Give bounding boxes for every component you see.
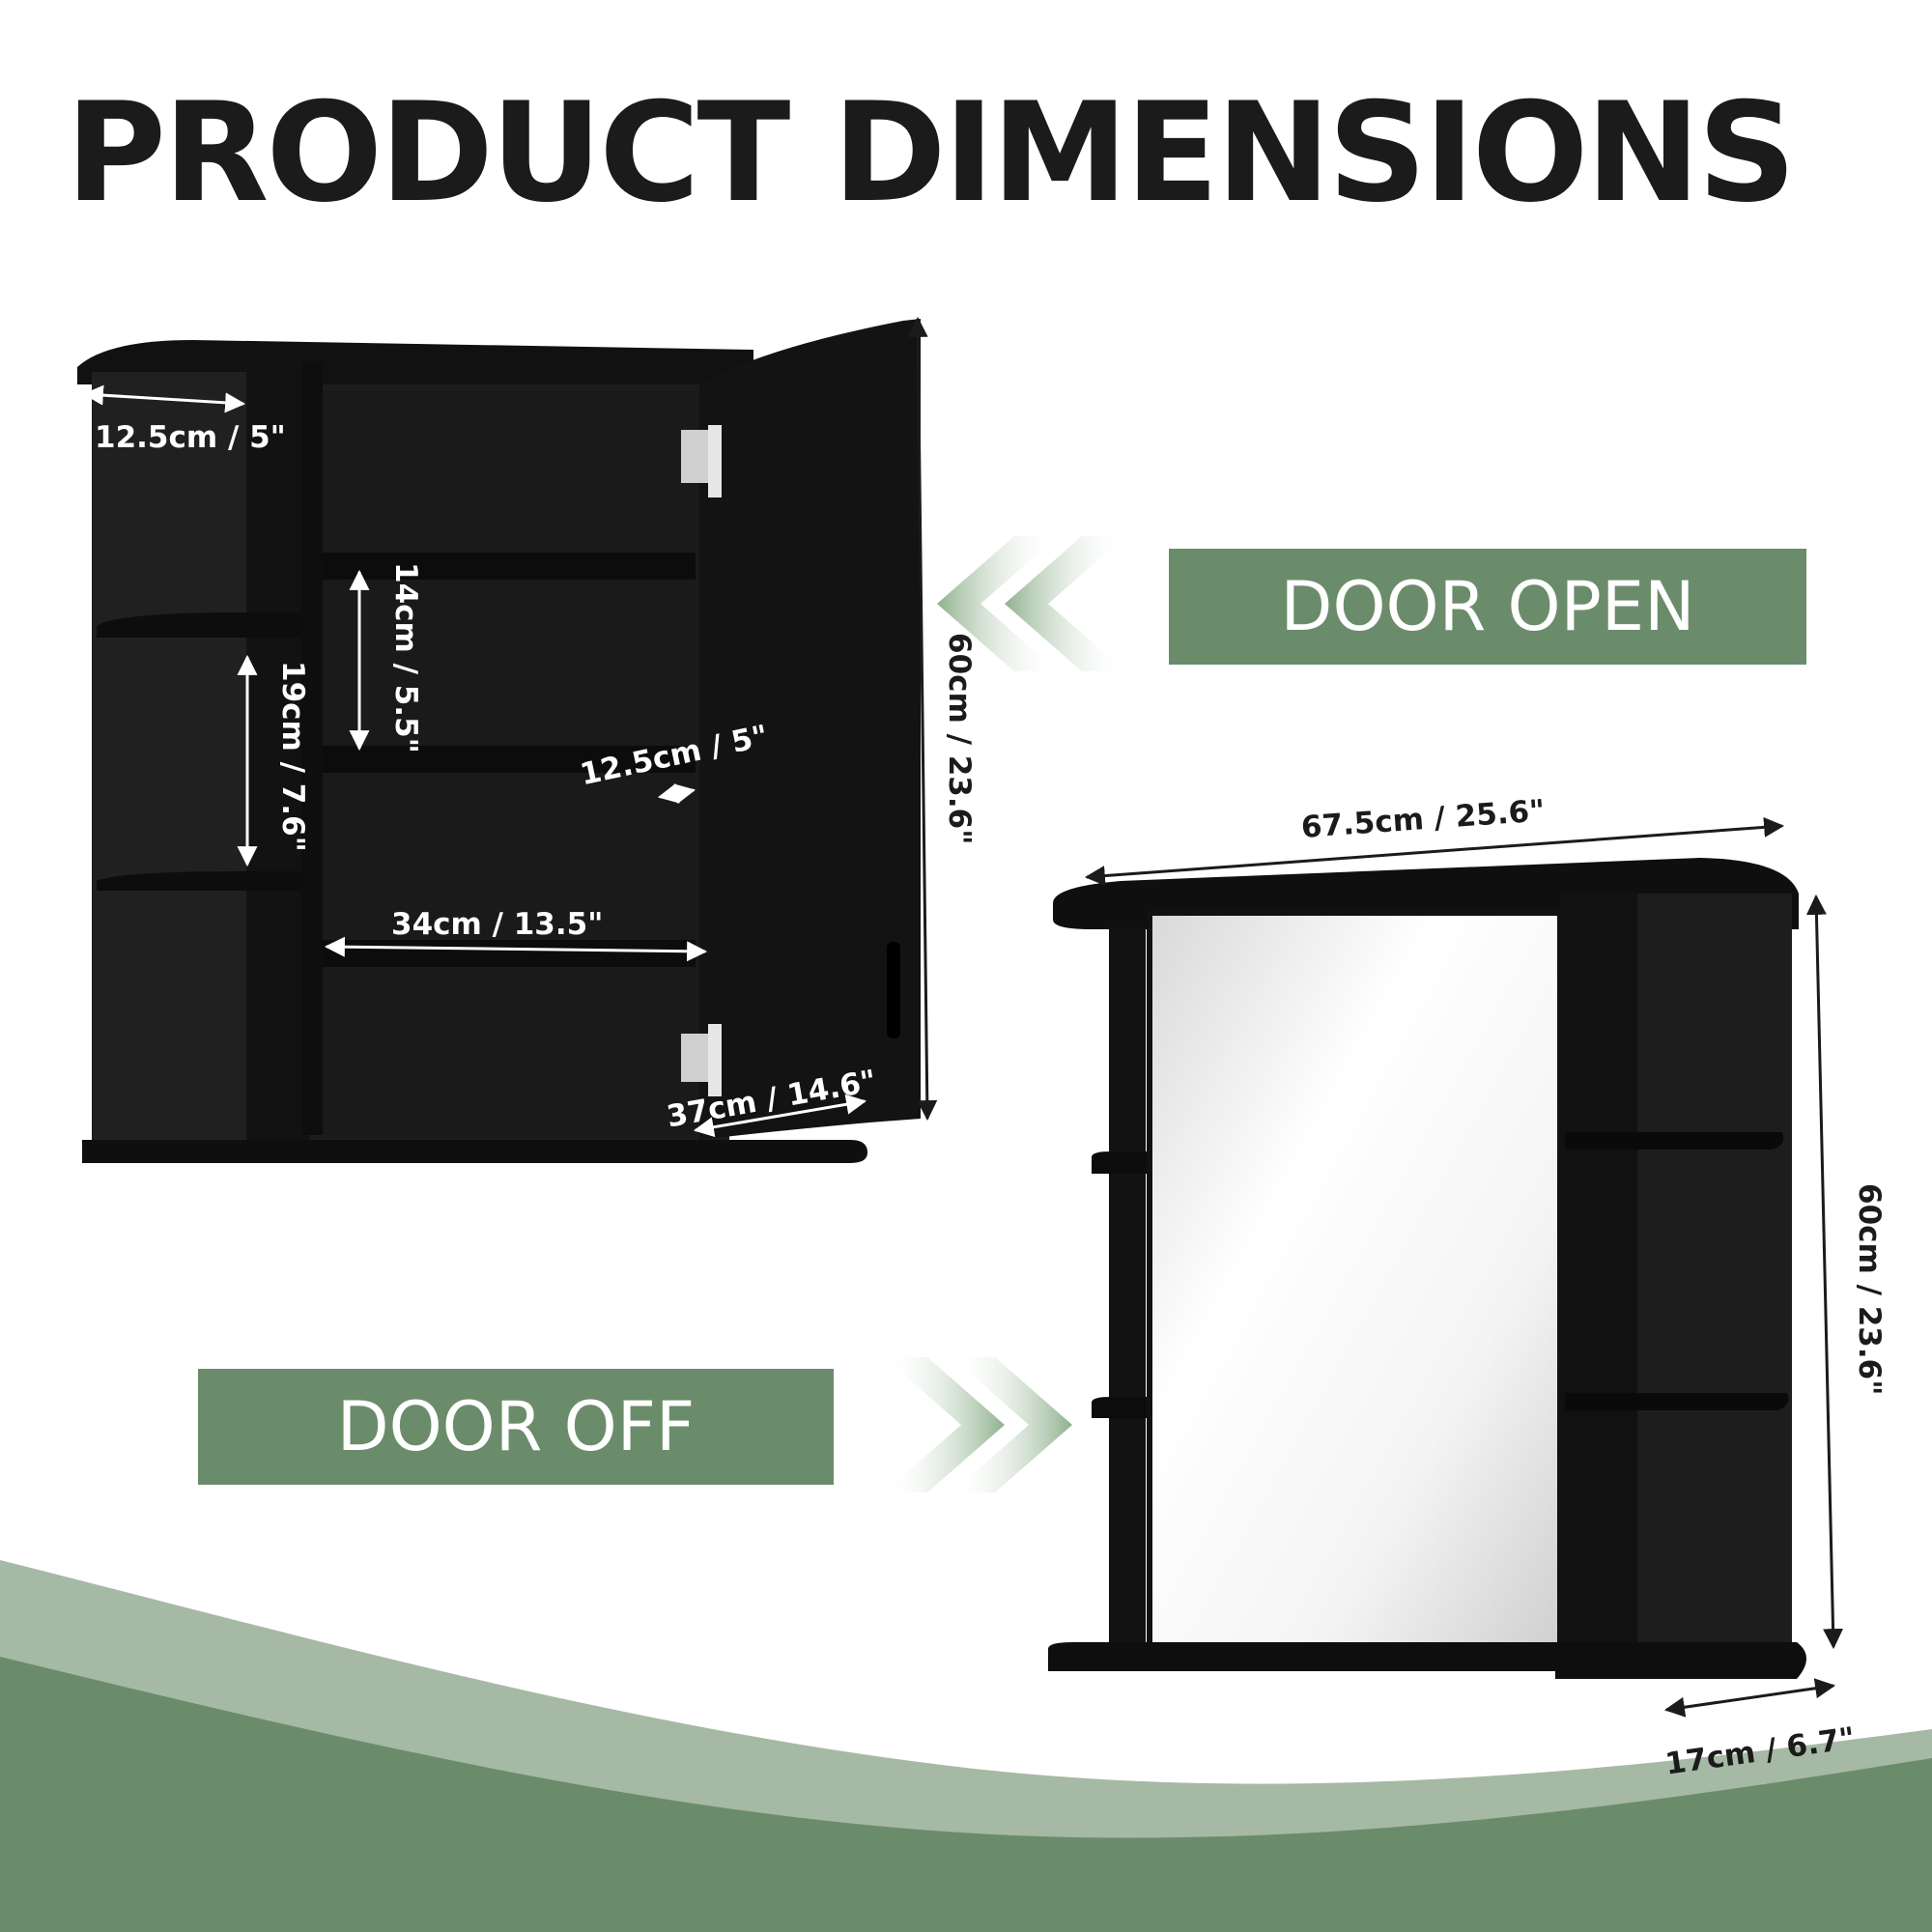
open-height-label: 60cm / 23.6" (942, 633, 977, 845)
door-off-label: DOOR OFF (336, 1387, 696, 1466)
open-inner-width-label: 34cm / 13.5" (391, 907, 604, 942)
chevron-right-icon (884, 1357, 1072, 1492)
door-open-banner: DOOR OPEN (1169, 549, 1806, 665)
wave-dark (0, 1657, 1932, 1932)
off-height-label: 60cm / 23.6" (1852, 1183, 1887, 1396)
closed-cabinet-drawing (1048, 816, 1844, 1718)
open-side-shelf-gap-label: 19cm / 7.6" (275, 661, 310, 852)
open-shelf-gap-label: 14cm / 5.5" (388, 562, 423, 753)
door-open-label: DOOR OPEN (1280, 567, 1695, 646)
page-title: PRODUCT DIMENSIONS (66, 73, 1797, 233)
chevron-left-icon (937, 536, 1125, 671)
door-off-banner: DOOR OFF (198, 1369, 834, 1485)
open-cabinet-drawing (77, 316, 938, 1163)
open-side-shelf-width-label: 12.5cm / 5" (95, 420, 286, 455)
